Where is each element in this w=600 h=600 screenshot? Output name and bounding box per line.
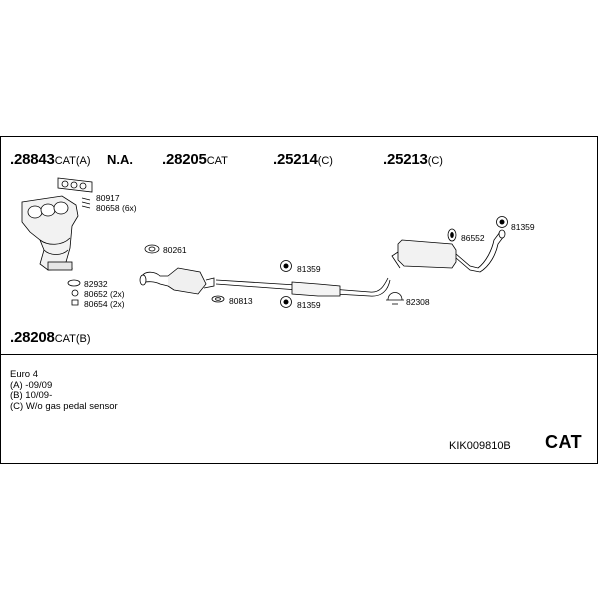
nut-80654-drawing [71,299,79,306]
category-label: CAT [545,432,583,452]
label-80917: 80917 [96,193,120,203]
part-number: .25213 [383,151,428,168]
part-suffix: (C) [427,155,443,167]
part-suffix: CAT(A) [54,155,91,167]
part-number: .28843 [10,151,55,168]
rubber-mount-86552-drawing [447,228,457,242]
label-80261: 80261 [163,245,187,255]
part-suffix: CAT(B) [54,333,91,345]
bolt-80652-drawing [71,289,79,297]
note-line: (B) 10/09- [10,390,53,402]
note-line: (A) -09/09 [10,379,53,391]
rubber-mount-81359-upper-drawing [280,260,292,272]
clamp-82308-drawing [386,292,404,305]
manifold-gasket-80917-drawing [57,177,93,193]
part-number: .25214 [273,151,318,168]
rear-silencer-drawing [391,229,506,273]
part-header-28843: .28843CAT(A) [10,152,91,168]
label-81359-lower: 81359 [297,300,321,310]
part-suffix: CAT [206,155,228,167]
gasket-82932-drawing [67,279,81,287]
label-82932: 82932 [84,279,108,289]
label-80652: 80652 (2x) [84,289,125,299]
part-header-25214: .25214(C) [273,152,333,168]
gasket-80261-drawing [144,244,160,254]
label-80658: 80658 (6x) [96,203,137,213]
studs-80658-drawing [81,197,91,209]
catalytic-converter-drawing [139,267,215,295]
label-80654: 80654 (2x) [84,299,125,309]
label-81359-right: 81359 [511,222,535,232]
notes-block: Euro 4 (A) -09/09 (B) 10/09- (C) W/o gas… [10,369,118,412]
kit-code: KIK009810B [449,440,511,452]
intermediate-pipe-drawing [215,277,391,297]
diagram-frame [0,136,598,464]
part-number: .28205 [162,151,207,168]
part-header-28208: .28208CAT(B) [10,330,91,346]
part-suffix: (C) [317,155,333,167]
part-header-25213: .25213(C) [383,152,443,168]
note-line: (C) W/o gas pedal sensor [10,400,118,412]
label-86552: 86552 [461,233,485,243]
rubber-mount-81359-right-drawing [496,216,508,228]
manifold-catalyst-drawing [21,195,79,271]
label-82308: 82308 [406,297,430,307]
rubber-mount-81359-lower-drawing [280,296,292,308]
part-header-28205: .28205CAT [162,152,228,168]
gasket-80813-drawing [211,295,225,303]
label-80813: 80813 [229,296,253,306]
note-line: Euro 4 [10,369,38,380]
part-number: .28208 [10,329,55,346]
na-label: N.A. [107,152,133,167]
label-81359-upper: 81359 [297,264,321,274]
section-divider [0,354,598,355]
